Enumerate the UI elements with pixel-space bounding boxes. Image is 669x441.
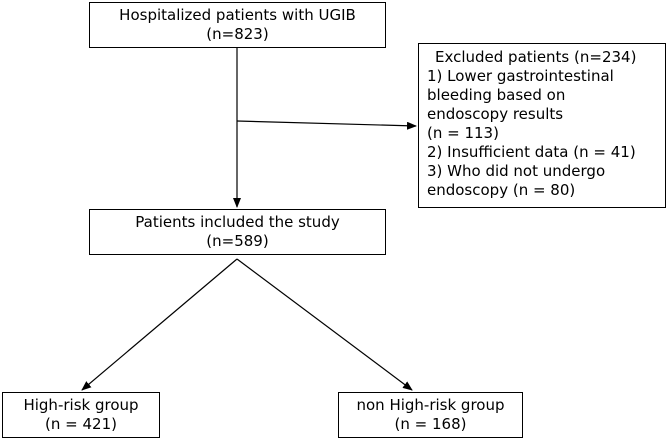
excluded-reason-3-line-2: endoscopy (n = 80) [427, 181, 576, 199]
excluded-patients-box: Excluded patients (n=234) 1) Lower gastr… [418, 43, 666, 208]
included-patients-box: Patients included the study (n=589) [89, 209, 386, 255]
excluded-reason-3-line-1: 3) Who did not undergo [427, 162, 606, 180]
high-risk-group-count: (n = 421) [45, 415, 117, 433]
excluded-reason-1-line-3: endoscopy results [427, 105, 564, 123]
hospitalized-patients-box: Hospitalized patients with UGIB (n=823) [89, 2, 386, 48]
hospitalized-patients-count: (n=823) [206, 25, 269, 43]
high-risk-group-label: High-risk group [23, 396, 139, 414]
excluded-reason-1-count: (n = 113) [427, 124, 499, 142]
arrow-to-non-high-risk [236, 258, 413, 391]
high-risk-group-box: High-risk group (n = 421) [2, 392, 160, 438]
excluded-reason-1-line-1: 1) Lower gastrointestinal [427, 67, 614, 85]
hospitalized-patients-label: Hospitalized patients with UGIB [119, 6, 356, 24]
arrow-to-excluded [236, 120, 417, 130]
included-patients-count: (n=589) [206, 232, 269, 250]
excluded-reason-1-line-2: bleeding based on [427, 86, 566, 104]
non-high-risk-group-box: non High-risk group (n = 168) [338, 392, 523, 438]
excluded-reason-2: 2) Insufficient data (n = 41) [427, 143, 636, 161]
non-high-risk-group-label: non High-risk group [356, 396, 505, 414]
arrow-to-high-risk [81, 258, 238, 391]
included-patients-label: Patients included the study [135, 213, 340, 231]
non-high-risk-group-count: (n = 168) [394, 415, 467, 433]
excluded-patients-title: Excluded patients (n=234) [435, 48, 637, 66]
